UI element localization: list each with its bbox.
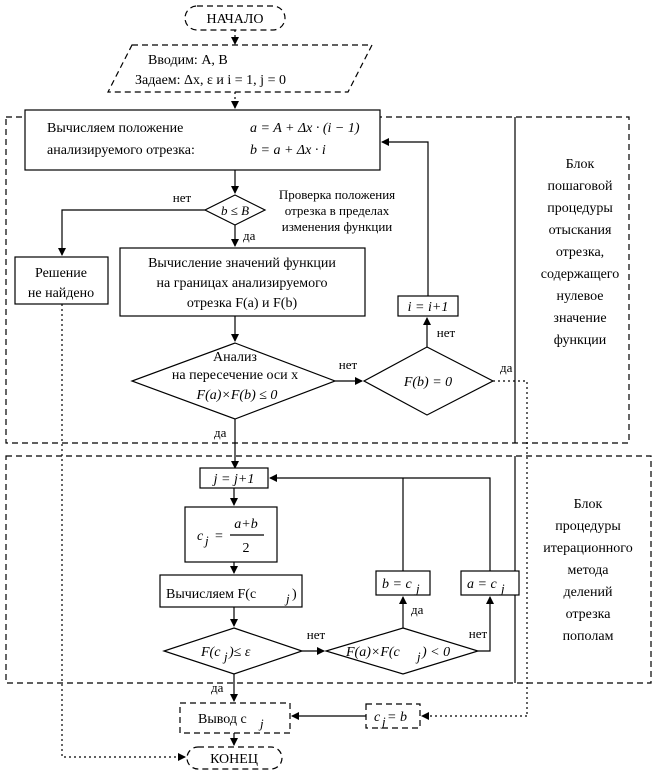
check-note-line2: отрезка в пределах (285, 203, 390, 218)
analysis-line1: Анализ (213, 350, 257, 365)
edge-fb-yes (493, 380, 528, 716)
svg-text:процедуры: процедуры (547, 201, 613, 216)
a-eq-cj-sub: j (499, 581, 505, 596)
svg-text:)≤ ε: )≤ ε (228, 645, 251, 660)
analysis-line2: на пересечение оси x (172, 368, 298, 383)
edge-inc-i-loop (381, 138, 429, 296)
block2-frame (5, 455, 652, 684)
compute-fcj-box (159, 574, 303, 608)
compute-position-box (24, 109, 381, 171)
start-label: НАЧАЛО (207, 12, 264, 27)
fb-zero-diamond (362, 346, 495, 416)
end-terminal (186, 746, 283, 770)
svg-text:отыскания: отыскания (549, 223, 612, 238)
a-eq-cj-box (460, 570, 520, 596)
output-label: Вывод c (198, 712, 247, 727)
eps-yes-label: да (211, 680, 224, 695)
svg-text:метода: метода (568, 563, 610, 578)
edge-no-solution-end (61, 304, 186, 761)
svg-text:делений: делений (563, 585, 613, 600)
check-sign-label: F(a)×F(c j ) < 0 (345, 645, 450, 664)
formula-b: b = a + Δx · i (250, 143, 326, 158)
svg-text:Блок: Блок (566, 157, 595, 172)
svg-text:c: c (197, 529, 204, 544)
svg-text:пошаговой: пошаговой (548, 179, 613, 194)
compute-f-line3: отрезка F(a) и F(b) (187, 296, 298, 311)
cj-formula: c j = a+b 2 (197, 517, 264, 556)
svg-text:итерационного: итерационного (543, 541, 632, 556)
sign-yes-label: да (411, 602, 424, 617)
b-eq-cj-box (375, 570, 431, 596)
analysis-no-label: нет (339, 357, 358, 372)
svg-text:нулевое: нулевое (557, 289, 604, 304)
a-eq-cj-label: a = c (467, 577, 497, 592)
compute-f-line1: Вычисление значений функции (148, 256, 336, 271)
no-solution-line1: Решение (35, 266, 87, 281)
input-parallelogram (107, 44, 373, 93)
check-b-yes-label: да (243, 228, 256, 243)
output-box (179, 702, 291, 734)
compute-pos-line1: Вычисляем положение (47, 121, 183, 136)
svg-text:пополам: пополам (563, 629, 614, 644)
sign-no-label: нет (469, 626, 488, 641)
input-line1: Вводим: A, B (148, 53, 228, 68)
b-eq-cj-label: b = c (382, 577, 412, 592)
compute-f-box (119, 247, 366, 317)
edge-loop-incj (269, 474, 491, 571)
check-b-no-label: нет (173, 190, 192, 205)
fb-yes-label: да (500, 360, 513, 375)
svg-text:F(c: F(c (200, 645, 221, 660)
formula-a: a = A + Δx · (i − 1) (250, 121, 360, 136)
svg-text:) < 0: ) < 0 (421, 645, 450, 660)
analysis-line3: F(a)×F(b) ≤ 0 (196, 388, 278, 403)
svg-text:отрезка,: отрезка, (556, 245, 604, 260)
svg-text:функции: функции (554, 333, 607, 348)
cj-eq-b-sub: j (380, 714, 386, 729)
no-solution-box (14, 256, 109, 305)
svg-text:значение: значение (553, 311, 606, 326)
check-eps-label: F(c j )≤ ε (200, 645, 251, 664)
svg-text:j: j (203, 533, 209, 548)
check-note-line3: изменения функции (282, 219, 393, 234)
svg-text:2: 2 (243, 541, 250, 556)
svg-text:j: j (415, 649, 421, 664)
compute-f-line2: на границах анализируемого (157, 276, 328, 291)
no-solution-line2: не найдено (28, 286, 94, 301)
block2-caption: Блок процедуры итерационного метода деле… (543, 497, 632, 644)
compute-fcj-close: ) (292, 587, 297, 602)
analysis-yes-label: да (214, 425, 227, 440)
cj-eq-b-label: c (374, 710, 381, 725)
eps-no-label: нет (307, 627, 326, 642)
svg-text:j: j (222, 649, 228, 664)
output-sub: j (258, 716, 264, 731)
fb-zero-label: F(b) = 0 (403, 375, 452, 390)
svg-text:процедуры: процедуры (555, 519, 621, 534)
svg-text:отрезка: отрезка (566, 607, 612, 622)
input-line2: Задаем: Δx, ε и i = 1, j = 0 (135, 73, 286, 88)
check-b-label: b ≤ B (221, 203, 249, 218)
compute-fcj-label: Вычисляем F(c (166, 587, 256, 602)
svg-text:F(a)×F(c: F(a)×F(c (345, 645, 401, 660)
svg-text:=: = (215, 529, 223, 544)
svg-text:Блок: Блок (574, 497, 603, 512)
fb-no-label: нет (437, 325, 456, 340)
b-eq-cj-sub: j (414, 581, 420, 596)
check-sign-diamond (323, 627, 481, 675)
block1-caption: Блок пошаговой процедуры отыскания отрез… (541, 157, 619, 348)
end-label: КОНЕЦ (210, 752, 258, 767)
edge-sign-no (478, 596, 494, 652)
compute-pos-line2: анализируемого отрезка: (47, 143, 195, 158)
svg-text:a+b: a+b (234, 517, 257, 532)
compute-fcj-sub: j (284, 591, 290, 606)
svg-text:содержащего: содержащего (541, 267, 619, 282)
check-note-line1: Проверка положения (279, 187, 395, 202)
inc-j-label: j = j+1 (212, 472, 255, 487)
edge-check-no (58, 209, 205, 256)
cj-eq-b-tail: = b (387, 710, 407, 725)
inc-i-label: i = i+1 (408, 300, 449, 315)
